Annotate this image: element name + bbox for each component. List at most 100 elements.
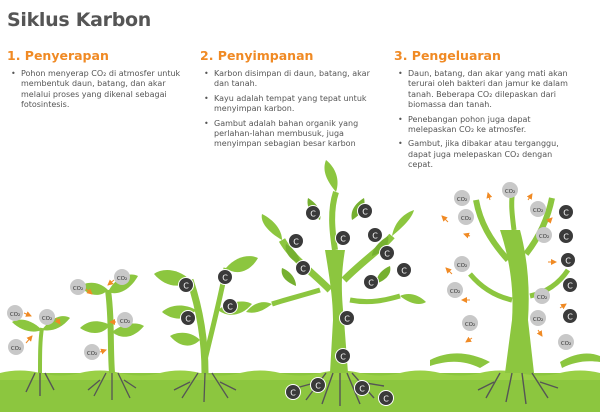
carbon-bubble: C bbox=[339, 310, 355, 326]
carbon-bubble: C bbox=[180, 310, 196, 326]
svg-text:CO₂: CO₂ bbox=[539, 234, 549, 240]
svg-text:CO₂: CO₂ bbox=[73, 286, 83, 292]
co2-bubble: CO₂ bbox=[536, 227, 552, 243]
co2-bubble: CO₂ bbox=[530, 310, 546, 326]
carbon-bubble: C bbox=[562, 277, 578, 293]
section-heading: 3. Pengeluaran bbox=[394, 48, 501, 63]
carbon-bubbles: C C C C C C C C C C C C C C C C C C C C … bbox=[178, 203, 578, 406]
svg-text:CO₂: CO₂ bbox=[461, 216, 471, 222]
co2-bubble: CO₂ bbox=[70, 279, 86, 295]
sapling-plant bbox=[80, 274, 144, 400]
carbon-bubble: C bbox=[305, 205, 321, 221]
carbon-bubble: C bbox=[396, 262, 412, 278]
bullet-item: Pohon menyerap CO₂ di atmosfer untuk mem… bbox=[11, 69, 192, 111]
section-penyerapan: 1. Penyerapan Pohon menyerap CO₂ di atmo… bbox=[7, 48, 192, 115]
svg-text:C: C bbox=[368, 279, 374, 288]
co2-bubble: CO₂ bbox=[530, 201, 546, 217]
svg-text:C: C bbox=[565, 257, 571, 266]
bullet-item: Gambut adalah bahan organik yang perlaha… bbox=[204, 119, 385, 150]
svg-text:CO₂: CO₂ bbox=[505, 189, 515, 195]
carbon-bubble: C bbox=[295, 260, 311, 276]
svg-text:CO₂: CO₂ bbox=[117, 276, 127, 282]
svg-text:C: C bbox=[315, 382, 321, 391]
carbon-bubble: C bbox=[379, 245, 395, 261]
section-heading: 1. Penyerapan bbox=[7, 48, 109, 63]
dying-tree bbox=[430, 185, 600, 405]
carbon-bubble: C bbox=[335, 230, 351, 246]
bullet-item: Daun, batang, dan akar yang mati akan te… bbox=[398, 69, 579, 111]
seedling-plant bbox=[12, 316, 70, 396]
carbon-bubble: C bbox=[378, 390, 394, 406]
co2-bubble: CO₂ bbox=[458, 209, 474, 225]
co2-bubble: CO₂ bbox=[117, 312, 133, 328]
carbon-bubble: C bbox=[288, 233, 304, 249]
svg-text:CO₂: CO₂ bbox=[87, 351, 97, 357]
svg-text:CO₂: CO₂ bbox=[10, 312, 20, 318]
bullet-item: Gambut, jika dibakar atau terganggu, dap… bbox=[398, 139, 579, 170]
absorption-arrows bbox=[23, 279, 116, 355]
co2-bubble: CO₂ bbox=[447, 282, 463, 298]
bullet-list: Pohon menyerap CO₂ di atmosfer untuk mem… bbox=[7, 69, 192, 111]
carbon-bubble: C bbox=[222, 298, 238, 314]
carbon-bubble: C bbox=[357, 203, 373, 219]
svg-text:C: C bbox=[384, 250, 390, 259]
co2-bubble: CO₂ bbox=[534, 288, 550, 304]
svg-text:CO₂: CO₂ bbox=[533, 208, 543, 214]
carbon-bubble: C bbox=[335, 348, 351, 364]
svg-text:CO₂: CO₂ bbox=[457, 263, 467, 269]
svg-text:C: C bbox=[563, 233, 569, 242]
svg-text:C: C bbox=[293, 238, 299, 247]
carbon-bubble: C bbox=[558, 228, 574, 244]
co2-bubble: CO₂ bbox=[8, 339, 24, 355]
page-title: Siklus Karbon bbox=[7, 9, 151, 31]
bullet-list: Karbon disimpan di daun, batang, akar da… bbox=[200, 69, 385, 150]
svg-text:C: C bbox=[227, 303, 233, 312]
svg-text:C: C bbox=[359, 385, 365, 394]
bullet-item: Karbon disimpan di daun, batang, akar da… bbox=[204, 69, 385, 90]
release-arrows bbox=[441, 192, 567, 343]
svg-text:C: C bbox=[362, 208, 368, 217]
carbon-bubble: C bbox=[562, 308, 578, 324]
section-pengeluaran: 3. Pengeluaran Daun, batang, dan akar ya… bbox=[394, 48, 579, 175]
svg-text:CO₂: CO₂ bbox=[561, 341, 571, 347]
section-heading: 2. Penyimpanan bbox=[200, 48, 314, 63]
carbon-bubble: C bbox=[367, 227, 383, 243]
svg-text:CO₂: CO₂ bbox=[42, 316, 52, 322]
co2-bubble: CO₂ bbox=[7, 305, 23, 321]
carbon-bubble: C bbox=[560, 252, 576, 268]
carbon-bubble: C bbox=[178, 277, 194, 293]
svg-text:C: C bbox=[344, 315, 350, 324]
co2-bubble: CO₂ bbox=[454, 256, 470, 272]
large-tree bbox=[246, 160, 426, 406]
svg-text:C: C bbox=[372, 232, 378, 241]
co2-bubble: CO₂ bbox=[462, 315, 478, 331]
svg-text:C: C bbox=[340, 235, 346, 244]
co2-bubble: CO₂ bbox=[502, 182, 518, 198]
svg-text:C: C bbox=[567, 313, 573, 322]
co2-bubble: CO₂ bbox=[558, 334, 574, 350]
bullet-item: Kayu adalah tempat yang tepat untuk meny… bbox=[204, 94, 385, 115]
svg-text:CO₂: CO₂ bbox=[457, 197, 467, 203]
svg-text:C: C bbox=[185, 315, 191, 324]
svg-text:C: C bbox=[340, 353, 346, 362]
carbon-bubble: C bbox=[354, 380, 370, 396]
svg-text:CO₂: CO₂ bbox=[533, 317, 543, 323]
carbon-bubble: C bbox=[310, 377, 326, 393]
co2-bubble: CO₂ bbox=[454, 190, 470, 206]
carbon-bubble: C bbox=[558, 204, 574, 220]
svg-text:CO₂: CO₂ bbox=[465, 322, 475, 328]
co2-bubble: CO₂ bbox=[84, 344, 100, 360]
svg-text:CO₂: CO₂ bbox=[450, 289, 460, 295]
svg-text:C: C bbox=[222, 274, 228, 283]
svg-text:CO₂: CO₂ bbox=[11, 346, 21, 352]
bullet-item: Penebangan pohon juga dapat melepaskan C… bbox=[398, 115, 579, 136]
section-penyimpanan: 2. Penyimpanan Karbon disimpan di daun, … bbox=[200, 48, 385, 154]
svg-text:C: C bbox=[567, 282, 573, 291]
svg-text:CO₂: CO₂ bbox=[537, 295, 547, 301]
svg-text:C: C bbox=[183, 282, 189, 291]
carbon-bubble: C bbox=[217, 269, 233, 285]
co2-bubbles: CO₂ CO₂ CO₂ CO₂ CO₂ CO₂ CO₂ CO₂ CO₂ CO₂ … bbox=[7, 182, 574, 360]
carbon-bubble: C bbox=[285, 384, 301, 400]
svg-text:C: C bbox=[563, 209, 569, 218]
